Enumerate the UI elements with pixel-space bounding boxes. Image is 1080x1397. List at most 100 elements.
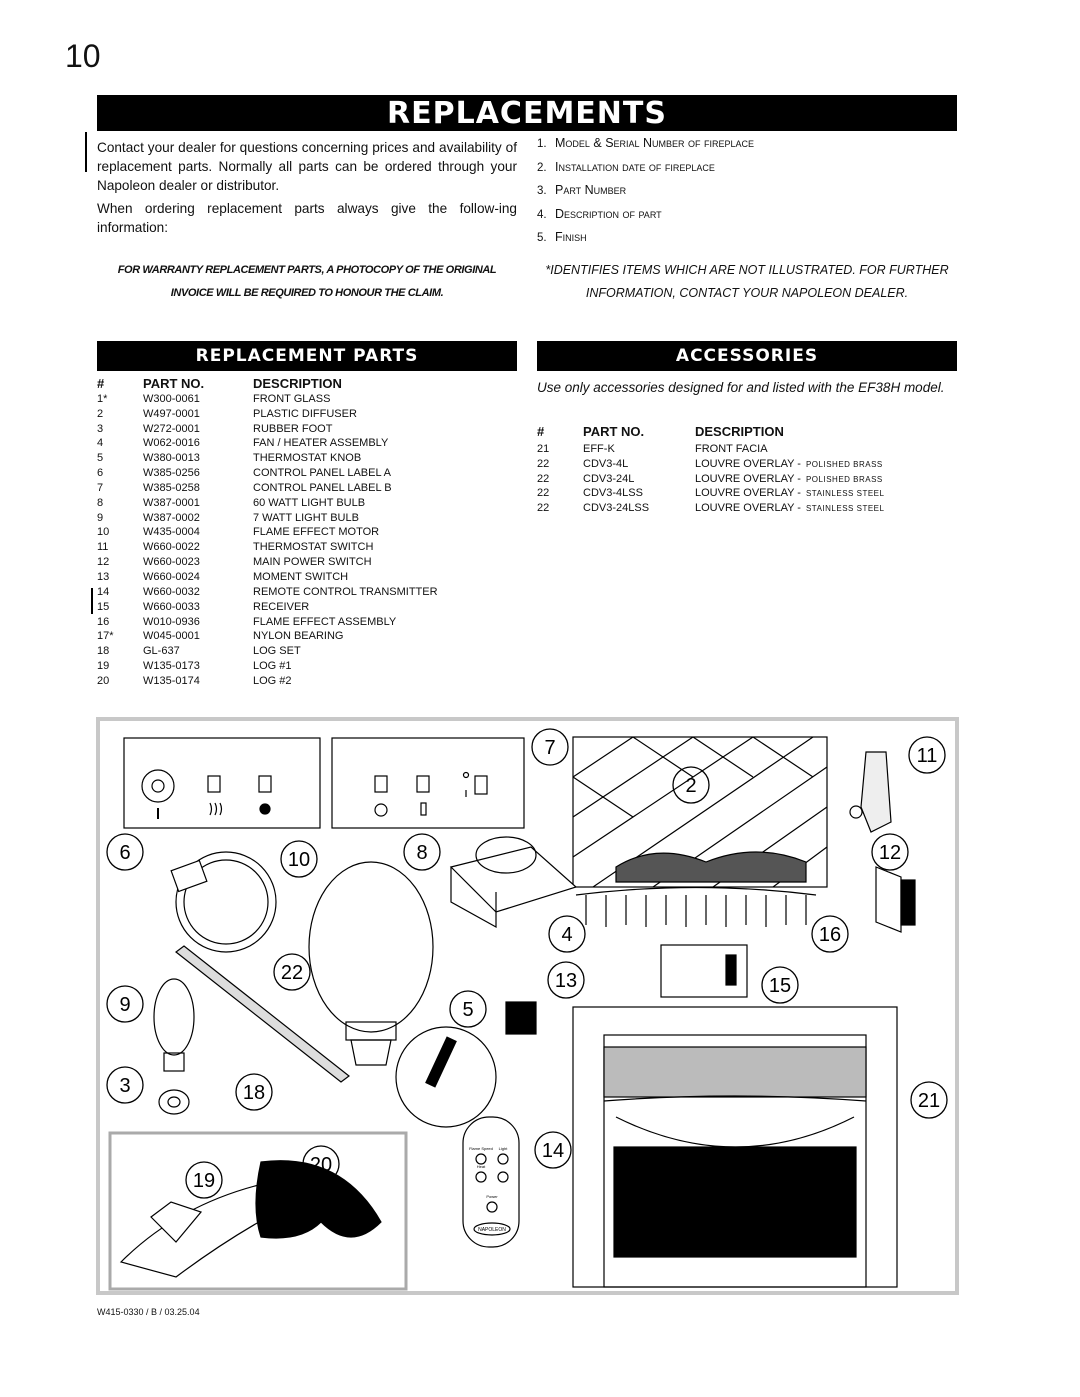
list-number: 1. xyxy=(537,138,547,150)
table-cell: 15 xyxy=(97,600,110,613)
document-code: W415-0330 / B / 03.25.04 xyxy=(97,1307,200,1317)
callout-label: 20 xyxy=(310,1154,332,1176)
table-cell: FRONT GLASS xyxy=(253,392,331,405)
parts-illustration-frame xyxy=(96,717,959,1295)
table-cell: 21 xyxy=(537,443,550,455)
remote-label: Flame Speed xyxy=(469,1146,493,1151)
callout-label: 8 xyxy=(416,842,427,864)
list-text: Installation date of fireplace xyxy=(555,159,715,174)
table-cell: W497-0001 xyxy=(143,407,200,420)
table-cell: W660-0022 xyxy=(143,541,200,554)
flame-effect-motor xyxy=(175,851,277,953)
list-number: 5. xyxy=(537,232,547,245)
control-panel-label-a xyxy=(123,737,321,829)
accessories-heading: ACCESSORIES xyxy=(537,341,957,371)
callout-label: 4 xyxy=(561,924,572,946)
table-cell: LOG SET xyxy=(253,645,301,658)
table-cell: W660-0032 xyxy=(143,585,200,598)
60-watt-bulb xyxy=(308,861,434,1033)
column-header: # xyxy=(537,424,545,439)
callout-label: 6 xyxy=(119,842,130,864)
table-cell: MOMENT SWITCH xyxy=(253,570,349,583)
table-cell: CDV3-4LSS xyxy=(583,487,643,500)
table-cell: W435-0004 xyxy=(143,526,200,539)
callout-label: 14 xyxy=(542,1140,564,1162)
table-cell: 60 WATT LIGHT BULB xyxy=(253,496,366,509)
table-cell: RUBBER FOOT xyxy=(253,422,333,435)
table-cell: 17* xyxy=(97,630,114,643)
page-title: REPLACEMENTS xyxy=(97,95,957,131)
column-header: PART NO. xyxy=(143,376,205,391)
table-cell: W387-0001 xyxy=(143,496,200,509)
table-cell: W660-0033 xyxy=(143,600,200,613)
list-item: 3.Part Number xyxy=(537,183,754,207)
list-text: Model & Serial Number of fireplace xyxy=(555,136,755,150)
log-set-frame xyxy=(108,1131,408,1291)
table-cell: EFF-K xyxy=(583,443,615,455)
table-cell: FAN / HEATER ASSEMBLY xyxy=(253,437,389,450)
table-cell: 6 xyxy=(97,467,104,480)
table-cell: LOUVRE OVERLAY - xyxy=(695,502,801,515)
table-cell: 11 xyxy=(97,541,109,554)
list-number: 2. xyxy=(537,161,547,174)
table-cell: LOUVRE OVERLAY - xyxy=(695,472,801,485)
table-cell: W300-0061 xyxy=(143,392,200,405)
callout-label: 3 xyxy=(119,1075,130,1097)
table-cell: W272-0001 xyxy=(143,422,200,435)
callout-label: 22 xyxy=(281,962,303,984)
callout-label: 10 xyxy=(288,849,310,871)
table-cell: LOUVRE OVERLAY - xyxy=(695,457,801,470)
table-cell: GL-637 xyxy=(143,645,180,658)
callout-label: 15 xyxy=(769,975,791,997)
table-header: #PART NO.DESCRIPTION xyxy=(97,376,438,392)
table-cell: W387-0002 xyxy=(143,511,200,524)
table-cell: 22 xyxy=(537,502,550,515)
table-cell: CDV3-24L xyxy=(583,472,635,485)
callout-label: 5 xyxy=(462,999,473,1021)
table-row: 7 W385-0258 CONTROL PANEL LABEL B xyxy=(97,481,438,496)
column-header: # xyxy=(97,376,105,391)
page-number: 10 xyxy=(65,38,101,74)
table-cell: PLASTIC DIFFUSER xyxy=(253,407,357,420)
revision-bar xyxy=(91,588,93,614)
remote-label: Light xyxy=(499,1146,509,1151)
revision-bar xyxy=(85,132,87,172)
table-cell: NYLON BEARING xyxy=(253,630,344,643)
list-text: Finish xyxy=(555,230,587,245)
control-panel-label-b xyxy=(331,737,525,829)
table-cell: W135-0174 xyxy=(143,674,200,687)
table-cell: 14 xyxy=(97,585,110,598)
table-cell: 9 xyxy=(97,511,104,524)
table-cell: 7 xyxy=(97,481,104,494)
callout-label: 12 xyxy=(879,842,901,864)
table-cell: W660-0023 xyxy=(143,556,200,569)
finish-label: STAINLESS STEEL xyxy=(805,504,885,514)
table-cell: CONTROL PANEL LABEL B xyxy=(253,481,392,494)
thermostat-knob xyxy=(395,1026,497,1128)
table-cell: 22 xyxy=(537,472,550,485)
warranty-note: FOR WARRANTY REPLACEMENT PARTS, A PHOTOC… xyxy=(117,264,497,299)
louvre-overlay xyxy=(175,945,350,1083)
callout-label: 11 xyxy=(917,745,938,767)
callout-label: 2 xyxy=(685,775,696,797)
list-item: 2. Installation date of fireplace xyxy=(537,160,754,184)
finish-label: POLISHED BRASS xyxy=(805,459,883,469)
table-cell: THERMOSTAT KNOB xyxy=(253,452,362,465)
table-cell: W385-0258 xyxy=(143,481,200,494)
list-item: 5. Finish xyxy=(537,230,754,254)
